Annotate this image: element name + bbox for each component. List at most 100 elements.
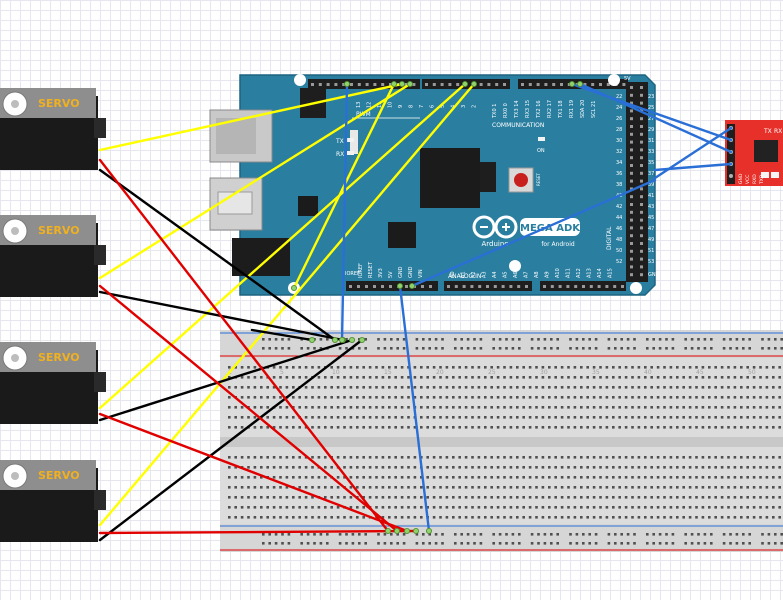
module-pin-label: TXD — [759, 174, 765, 185]
wire-end-connector — [348, 336, 355, 343]
small-chip — [298, 196, 318, 216]
pin-label: A0 — [450, 271, 456, 278]
module-chip — [754, 140, 778, 162]
module-label-tx: TX — [763, 128, 772, 135]
servo-4: SERVO — [0, 460, 106, 542]
pin-label: A14 — [597, 268, 603, 278]
pin-label: A13 — [587, 268, 593, 278]
wire-end-connector — [384, 528, 391, 535]
pin-label: A7 — [524, 271, 530, 278]
servos: SERVO SERVO SERVO SERVO — [0, 88, 106, 542]
icsp-header-2 — [478, 162, 496, 192]
wire-end-connector — [461, 81, 468, 88]
pin-label: 7 — [419, 105, 425, 108]
pin-label: 33 — [648, 149, 654, 155]
reset-label: RESET — [536, 173, 541, 186]
arduino-logo — [472, 215, 518, 239]
brand-label: Arduino — [481, 240, 508, 248]
pin-label: 32 — [616, 149, 622, 155]
column-number: 25 — [488, 369, 496, 376]
servo-label: SERVO — [38, 351, 80, 364]
module-led-2 — [771, 172, 779, 178]
ioref-label: IOREF — [345, 271, 360, 277]
pin-label: 43 — [648, 204, 654, 210]
pin-label: 5V — [388, 271, 394, 278]
pin-label: SCL 21 — [591, 101, 597, 118]
pin-label: 30 — [616, 138, 622, 144]
pin-label: TX0 1 — [492, 104, 498, 119]
wire-end-connector — [406, 81, 413, 88]
pin-label: 5 — [440, 105, 446, 108]
column-number: 10 — [332, 369, 340, 376]
wire-end-connector — [331, 336, 338, 343]
pin-label: TX3 14 — [514, 100, 520, 119]
signal-wire-servo-3 — [98, 82, 467, 410]
pin-label: 29 — [648, 127, 654, 133]
mounting-hole-5 — [630, 282, 642, 294]
servo-label: SERVO — [38, 97, 80, 110]
reset-button — [514, 173, 528, 187]
wire-end-connector — [577, 81, 584, 88]
serial-wire-cross-2 — [653, 162, 733, 172]
reset-button-base — [508, 167, 534, 193]
pin-label: A1 — [461, 271, 467, 278]
serial-wire-vin — [410, 178, 657, 288]
mounting-hole-1 — [294, 74, 306, 86]
servo-tab — [94, 245, 106, 265]
servo-2: SERVO — [0, 215, 106, 297]
tx-label: TX — [335, 138, 344, 145]
column-number: 20 — [436, 369, 444, 376]
power-wire-servo-3 — [98, 412, 409, 533]
pin-label: A10 — [555, 268, 561, 278]
wire-end-connector — [470, 81, 477, 88]
model-name: MEGA ADK — [520, 223, 581, 234]
analog-in-label: ANALOG IN — [448, 273, 481, 280]
pin-label: VIN — [418, 269, 424, 278]
pin-label: 39 — [648, 182, 654, 188]
pin-label: A6 — [513, 271, 519, 278]
pin-label: A8 — [534, 271, 540, 278]
servo-tab — [94, 372, 106, 392]
pin-label: 37 — [648, 171, 654, 177]
pin-label: 48 — [616, 237, 622, 243]
pin-label: 3V3 — [378, 268, 384, 278]
digital-label: DIGITAL — [606, 226, 613, 250]
pin-label: 23 — [648, 94, 654, 100]
pin-label: 24 — [616, 105, 622, 111]
pin-label: 25 — [648, 105, 654, 111]
on-led — [538, 137, 545, 141]
module-pin-label: GND — [738, 173, 744, 184]
ground-wire-link — [250, 328, 314, 342]
pin-label: 53 — [648, 259, 654, 265]
wire-end-connector — [398, 81, 405, 88]
pin-label: 36 — [616, 171, 622, 177]
rx-label: RX — [336, 151, 344, 158]
pin-label: 3 — [461, 105, 467, 108]
wire-end-connector — [408, 282, 415, 289]
pin-label: RX0 0 — [503, 103, 509, 118]
pin-label: 8 — [409, 105, 415, 108]
wire-end-connector — [393, 528, 400, 535]
pin-label: 28 — [616, 127, 622, 133]
pin-label: A3 — [482, 271, 488, 278]
pin-label: 49 — [648, 237, 654, 243]
module-led-1 — [761, 172, 769, 178]
power-wire-servo-1 — [98, 158, 390, 533]
wire-end-connector — [290, 284, 297, 291]
column-number: 15 — [384, 369, 392, 376]
column-number: 35 — [592, 369, 600, 376]
servo-label: SERVO — [38, 224, 80, 237]
module-pin-label: RXD — [752, 174, 758, 184]
pin-label: A9 — [545, 271, 551, 278]
module-label-rx: RX — [774, 128, 782, 135]
power-wire-servo-2 — [98, 284, 399, 533]
pin-label: 50 — [616, 248, 622, 254]
pin-label: A11 — [566, 268, 572, 278]
dc-power-jack — [232, 238, 290, 276]
pin-label: 41 — [648, 193, 654, 199]
signal-wire-servo-2 — [98, 82, 412, 280]
arduino-board: MEGA ADK for Android Arduino PWM COMMUNI… — [209, 74, 660, 296]
model-subtitle: for Android — [541, 241, 575, 248]
pin-label: 42 — [616, 204, 622, 210]
